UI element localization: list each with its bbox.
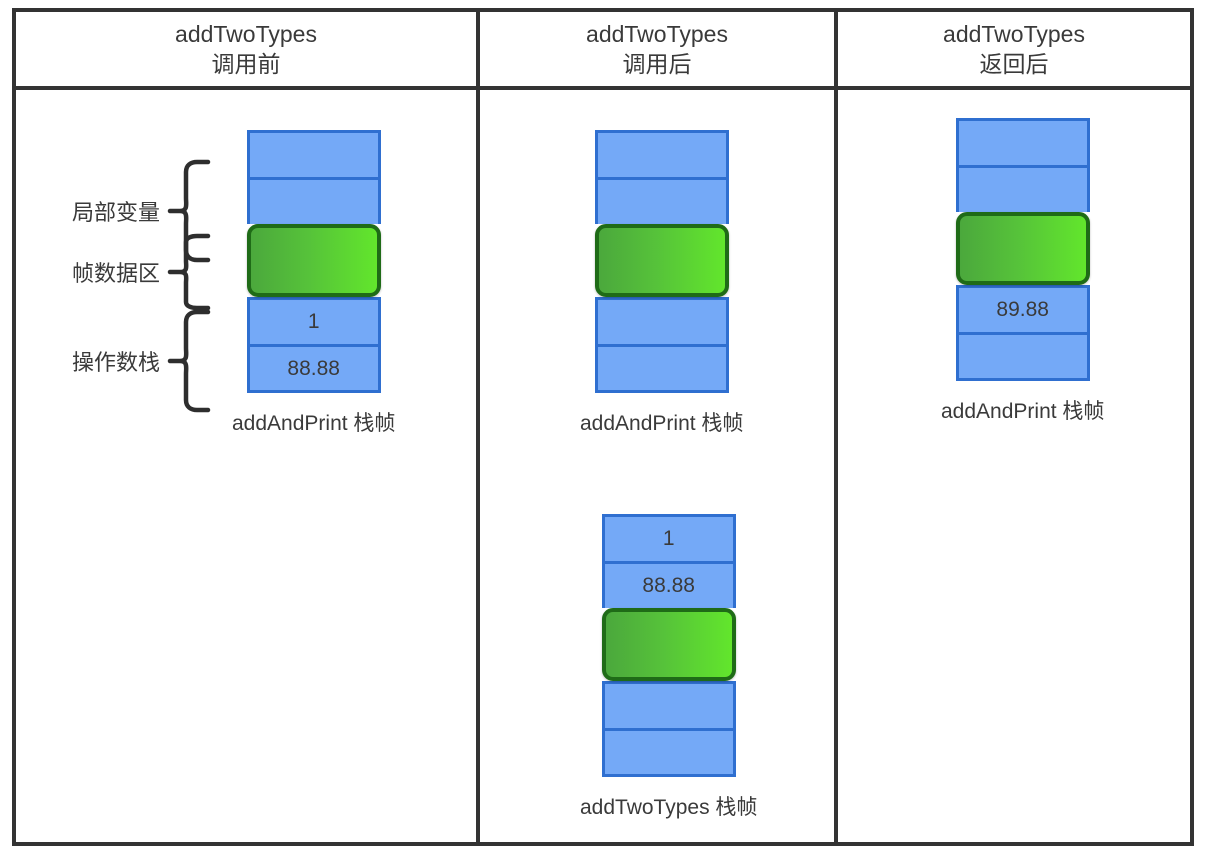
stack-slot: 89.88 <box>955 285 1090 332</box>
stack-slot <box>955 332 1090 381</box>
slot-value: 88.88 <box>642 574 695 597</box>
annotation-label: 操作数栈 <box>72 350 161 375</box>
stack-slot: 1 <box>246 297 381 344</box>
column-header-subtitle: 返回后 <box>979 51 1049 77</box>
stack-slot: 88.88 <box>601 561 736 608</box>
column-header-title: addTwoTypes <box>175 21 317 47</box>
stack-slot <box>246 177 381 224</box>
stack-addAndPrint <box>594 130 729 393</box>
slot-value: 89.88 <box>996 298 1049 321</box>
stack-slot <box>594 177 729 224</box>
slot-value: 1 <box>307 310 320 333</box>
annotation-label: 局部变量 <box>72 200 161 225</box>
stack-addAndPrint: 89.88 <box>955 118 1090 381</box>
stack-group-after-call-addTwoTypes: 1 88.88 addTwoTypes 栈帧 <box>580 514 757 821</box>
stack-slot <box>601 681 736 728</box>
right-curly-brace-icon <box>166 232 212 312</box>
stack-slot <box>594 344 729 393</box>
column-header-subtitle: 调用前 <box>211 51 281 77</box>
stack-group-after-call-addAndPrint: addAndPrint 栈帧 <box>580 130 743 437</box>
column-header-subtitle: 调用后 <box>622 51 692 77</box>
stack-caption: addAndPrint 栈帧 <box>941 400 1105 423</box>
right-curly-brace-icon <box>166 308 212 414</box>
column-divider-1 <box>476 8 480 846</box>
annotation-local-variables: 局部变量 <box>72 158 212 264</box>
stack-slot: 88.88 <box>246 344 381 393</box>
stack-caption: addAndPrint 栈帧 <box>580 412 744 435</box>
table-frame <box>12 8 1194 846</box>
annotation-operand-stack: 操作数栈 <box>72 308 212 414</box>
slot-value: 88.88 <box>287 356 340 380</box>
stack-slot <box>246 130 381 177</box>
stack-caption: addAndPrint 栈帧 <box>232 412 396 435</box>
stack-addAndPrint: 1 88.88 <box>246 130 381 393</box>
stack-slot <box>601 728 736 777</box>
stack-slot-frame-data <box>601 608 736 681</box>
stack-caption: addTwoTypes 栈帧 <box>580 796 758 819</box>
stack-slot: 1 <box>601 514 736 561</box>
stack-slot <box>594 297 729 344</box>
stack-slot <box>955 118 1090 165</box>
column-header-title: addTwoTypes <box>586 21 728 47</box>
stack-group-before-call-addAndPrint: 1 88.88 addAndPrint 栈帧 <box>232 130 395 437</box>
stack-slot-frame-data <box>594 224 729 297</box>
stack-addTwoTypes: 1 88.88 <box>601 514 736 777</box>
column-header-after-call: addTwoTypes 调用后 <box>480 12 834 86</box>
stack-slot <box>594 130 729 177</box>
column-divider-2 <box>834 8 838 846</box>
stack-slot-frame-data <box>246 224 381 297</box>
stack-slot-frame-data <box>955 212 1090 285</box>
column-header-title: addTwoTypes <box>943 21 1085 47</box>
column-header-after-return: addTwoTypes 返回后 <box>838 12 1190 86</box>
column-header-before-call: addTwoTypes 调用前 <box>16 12 476 86</box>
annotation-frame-data: 帧数据区 <box>72 232 212 312</box>
annotation-label: 帧数据区 <box>72 261 161 286</box>
header-divider <box>12 86 1194 90</box>
stack-group-after-return-addAndPrint: 89.88 addAndPrint 栈帧 <box>941 118 1104 425</box>
slot-value: 1 <box>662 527 675 550</box>
stack-slot <box>955 165 1090 212</box>
